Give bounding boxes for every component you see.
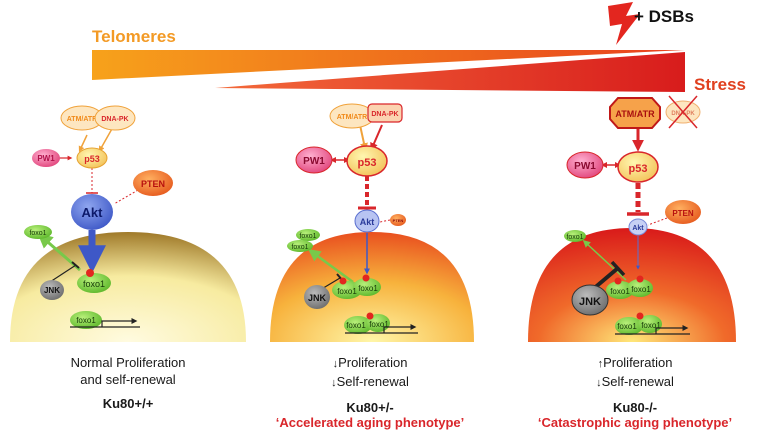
pten-node-2: PTEN xyxy=(390,214,406,226)
atm-atr-node-2: ATM/ATR xyxy=(329,103,375,129)
down-arrow-icon: ↓ xyxy=(596,377,602,389)
akt-node: Akt xyxy=(71,194,113,230)
svg-text:PW1: PW1 xyxy=(303,156,325,167)
svg-text:foxo1: foxo1 xyxy=(337,287,357,296)
svg-text:Akt: Akt xyxy=(632,225,644,232)
svg-text:ATM/ATR: ATM/ATR xyxy=(67,116,97,123)
svg-text:PTEN: PTEN xyxy=(141,179,165,189)
svg-text:foxo1: foxo1 xyxy=(291,244,308,251)
foxo1-cytoplasm: foxo1 xyxy=(24,225,52,239)
svg-text:foxo1: foxo1 xyxy=(610,287,630,296)
jnk-node-2: JNK xyxy=(304,285,330,309)
pw1-node: PW1 xyxy=(32,149,60,167)
svg-text:ATM/ATR: ATM/ATR xyxy=(615,109,655,119)
atm-atr-node-3: ATM/ATR xyxy=(609,97,661,129)
genotype-label: Ku80+/+ xyxy=(102,396,154,411)
foxo1-nucleus: foxo1 xyxy=(70,311,140,329)
svg-text:DNA-PK: DNA-PK xyxy=(371,111,398,118)
dna-pk-node-2: DNA-PK xyxy=(367,103,403,123)
svg-text:p53: p53 xyxy=(358,157,377,169)
foxo1-cytoplasm-b: foxo1 xyxy=(287,240,313,252)
caption-line-2: and self-renewal xyxy=(80,372,176,387)
pw1-node-2: PW1 xyxy=(295,146,333,174)
akt-node-3: Akt xyxy=(628,218,648,236)
svg-text:PW1: PW1 xyxy=(574,161,596,172)
p53-node-2: p53 xyxy=(346,145,388,177)
caption-line-1: ↓Proliferation xyxy=(332,355,408,370)
svg-text:ATM/ATR: ATM/ATR xyxy=(337,114,367,121)
svg-text:JNK: JNK xyxy=(308,293,327,303)
p53-node-3: p53 xyxy=(617,151,659,183)
dsbs-label: + DSBs xyxy=(634,7,694,26)
foxo1-cytoplasm-a: foxo1 xyxy=(296,229,320,241)
lightning-bolt-icon xyxy=(608,2,640,45)
foxo1-membrane-pair: foxo1 foxo1 xyxy=(332,274,381,299)
caption-line-1: Normal Proliferation xyxy=(70,355,186,370)
dna-pk-node: DNA-PK xyxy=(94,105,136,131)
jnk-node: JNK xyxy=(40,280,64,300)
svg-text:JNK: JNK xyxy=(44,286,60,295)
dna-pk-node-3: DNA-PK xyxy=(665,95,701,129)
phenotype-label: ‘Accelerated aging phenotype’ xyxy=(275,415,465,430)
foxo1-cytoplasm-3: foxo1 xyxy=(564,230,586,242)
caption-line-2: ↓Self-renewal xyxy=(331,374,409,389)
caption-line-1: ↑Proliferation xyxy=(597,355,673,370)
svg-text:p53: p53 xyxy=(84,154,100,164)
telomeres-label: Telomeres xyxy=(92,27,176,46)
down-arrow-icon: ↓ xyxy=(331,377,337,389)
svg-text:foxo1: foxo1 xyxy=(566,234,583,241)
svg-text:foxo1: foxo1 xyxy=(641,321,661,330)
svg-text:DNA-PK: DNA-PK xyxy=(101,116,128,123)
panel-wt: ATM/ATR DNA-PK PW1 p53 PTEN Akt foxo1 J xyxy=(10,105,246,342)
akt-node-2: Akt xyxy=(354,209,380,233)
panel-ko: ATM/ATR DNA-PK PW1 p53 PTEN Akt foxo1 xyxy=(528,95,736,342)
svg-text:foxo1: foxo1 xyxy=(631,285,651,294)
foxo1-nucleus-pair-3: foxo1 foxo1 xyxy=(615,312,690,335)
genotype-label: Ku80-/- xyxy=(612,400,658,415)
svg-text:PTEN: PTEN xyxy=(393,218,404,223)
svg-text:PW1: PW1 xyxy=(37,154,55,163)
svg-text:foxo1: foxo1 xyxy=(76,316,96,325)
svg-text:foxo1: foxo1 xyxy=(617,322,637,331)
svg-text:foxo1: foxo1 xyxy=(358,284,378,293)
caption-wt: Normal Proliferation and self-renewal Ku… xyxy=(18,354,238,411)
caption-ko: ↑Proliferation ↓Self-renewal Ku80-/- ‘Ca… xyxy=(520,354,750,430)
down-arrow-icon: ↓ xyxy=(332,358,339,370)
foxo1-membrane: foxo1 xyxy=(77,269,111,293)
svg-text:foxo1: foxo1 xyxy=(299,233,316,240)
phenotype-label: ‘Catastrophic aging phenotype’ xyxy=(537,415,733,430)
svg-text:foxo1: foxo1 xyxy=(369,320,389,329)
svg-text:foxo1: foxo1 xyxy=(346,321,366,330)
pw1-node-3: PW1 xyxy=(566,151,604,179)
foxo1-nucleus-pair: foxo1 foxo1 xyxy=(344,312,418,334)
panel-het: ATM/ATR DNA-PK PW1 p53 PTEN Akt foxo1 f xyxy=(270,103,474,342)
genotype-label: Ku80+/- xyxy=(346,400,394,415)
jnk-node-3: JNK xyxy=(571,284,609,316)
svg-text:p53: p53 xyxy=(629,163,648,175)
svg-text:Akt: Akt xyxy=(360,217,375,227)
caption-het: ↓Proliferation ↓Self-renewal Ku80+/- ‘Ac… xyxy=(260,354,480,430)
stress-label: Stress xyxy=(694,75,746,94)
svg-text:DNA-PK: DNA-PK xyxy=(671,111,695,117)
p53-node: p53 xyxy=(76,147,108,169)
svg-text:JNK: JNK xyxy=(579,296,601,308)
pten-node-3: PTEN xyxy=(665,200,701,224)
caption-line-2: ↓Self-renewal xyxy=(596,374,674,389)
telomeres-wedge xyxy=(92,50,685,80)
foxo1-membrane-pair-3: foxo1 foxo1 xyxy=(606,275,653,299)
svg-text:PTEN: PTEN xyxy=(672,209,694,218)
stress-wedge xyxy=(215,52,685,92)
svg-text:Akt: Akt xyxy=(82,205,104,220)
pten-node: PTEN xyxy=(133,170,173,196)
up-arrow-icon: ↑ xyxy=(597,358,604,370)
svg-text:foxo1: foxo1 xyxy=(29,230,46,237)
svg-text:foxo1: foxo1 xyxy=(83,279,105,289)
